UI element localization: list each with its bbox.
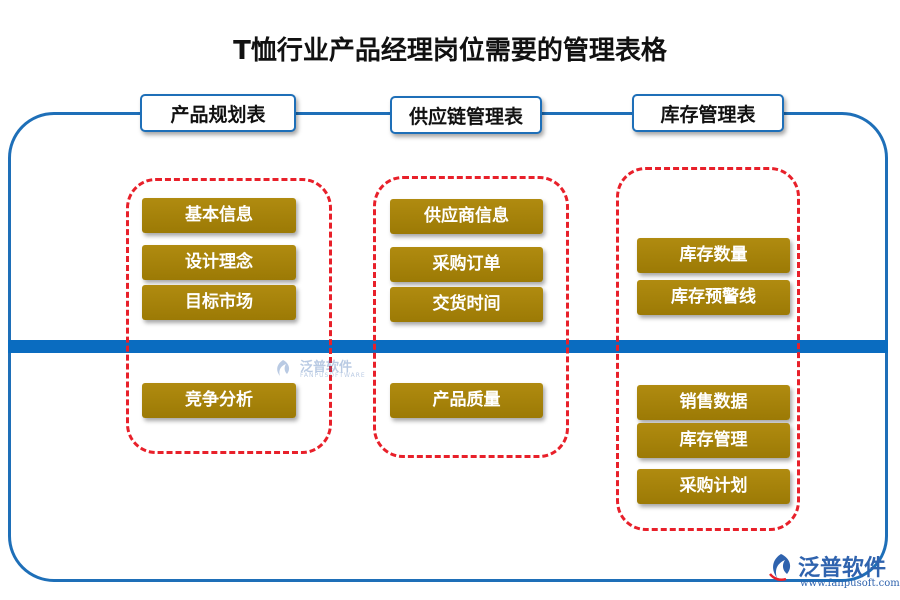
item-sales-data: 销售数据	[637, 385, 790, 420]
group-outline-inventory	[616, 167, 800, 531]
item-product-quality: 产品质量	[390, 383, 543, 418]
header-inventory: 库存管理表	[632, 94, 784, 132]
item-basic-info: 基本信息	[142, 198, 296, 233]
group-outline-supply-chain	[373, 176, 569, 458]
item-inventory-management: 库存管理	[637, 423, 790, 458]
header-supply-chain: 供应链管理表	[390, 96, 542, 134]
watermark-name: 泛普软件	[300, 360, 353, 375]
fanpu-logo-icon	[769, 554, 791, 582]
item-design-concept: 设计理念	[142, 245, 296, 280]
item-inventory-alert-line: 库存预警线	[637, 280, 790, 315]
item-purchase-order: 采购订单	[390, 247, 543, 282]
logo-url: www.fanpusoft.com	[800, 578, 900, 589]
horizontal-divider	[8, 340, 888, 353]
item-purchase-plan: 采购计划	[637, 469, 790, 504]
watermark-sub: FANPUSOFTWARE	[300, 372, 366, 379]
brand-logo: 泛普软件 www.fanpusoft.com	[766, 548, 900, 596]
item-competition-analysis: 竞争分析	[142, 383, 296, 418]
item-target-market: 目标市场	[142, 285, 296, 320]
item-supplier-info: 供应商信息	[390, 199, 543, 234]
group-outline-product-planning	[126, 178, 332, 454]
header-product-planning: 产品规划表	[140, 94, 296, 132]
item-inventory-quantity: 库存数量	[637, 238, 790, 273]
logo-name: 泛普软件	[798, 556, 887, 581]
fanpu-watermark-icon	[277, 360, 290, 376]
watermark: 泛普软件 FANPUSOFTWARE	[272, 356, 392, 384]
item-delivery-time: 交货时间	[390, 287, 543, 322]
diagram-title: T恤行业产品经理岗位需要的管理表格	[233, 36, 667, 66]
